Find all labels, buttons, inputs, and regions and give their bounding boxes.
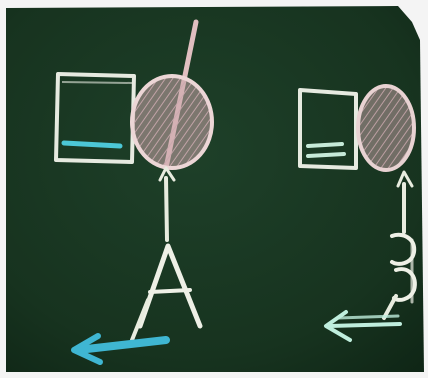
left-hatched-circle xyxy=(132,76,212,168)
right-hatched-circle xyxy=(358,86,414,170)
left-vertical-line xyxy=(166,178,167,240)
